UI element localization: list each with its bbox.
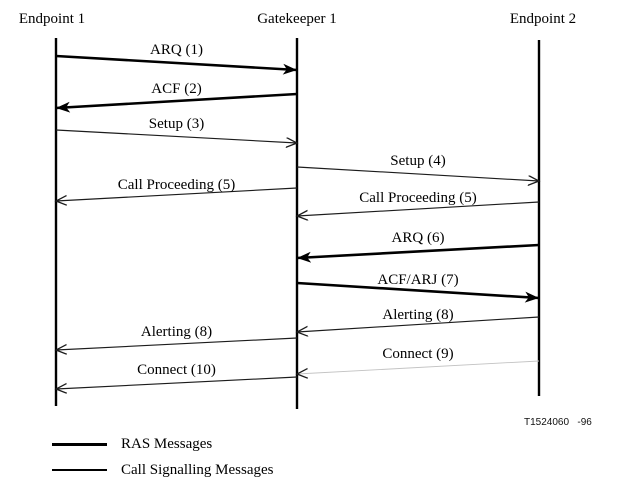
message-arrow-1 xyxy=(55,54,298,75)
legend-label-call-signalling: Call Signalling Messages xyxy=(121,461,274,478)
message-label-11: Connect (9) xyxy=(382,346,453,362)
figure-id: T1524060 -96 xyxy=(524,417,592,428)
message-arrow-8 xyxy=(296,281,540,303)
legend-item-call-signalling: Call Signalling Messages xyxy=(52,457,274,483)
actor-label-endpoint1: Endpoint 1 xyxy=(18,11,86,27)
message-label-4: Setup (4) xyxy=(390,153,445,169)
message-arrow-5 xyxy=(56,187,298,201)
message-arrow-4 xyxy=(296,166,539,181)
message-label-5: Call Proceeding (5) xyxy=(118,177,235,193)
message-arrow-9 xyxy=(297,316,540,332)
message-label-2: ACF (2) xyxy=(151,81,201,97)
actor-label-endpoint2: Endpoint 2 xyxy=(509,11,577,27)
message-label-8: ACF/ARJ (7) xyxy=(377,272,458,288)
message-label-7: ARQ (6) xyxy=(392,230,445,246)
message-label-6: Call Proceeding (5) xyxy=(359,190,476,206)
ras-line-sample xyxy=(52,442,107,446)
message-label-12: Connect (10) xyxy=(137,362,216,378)
actor-label-gatekeeper1: Gatekeeper 1 xyxy=(257,11,337,27)
message-arrow-2 xyxy=(55,92,298,113)
message-arrow-12 xyxy=(56,376,298,389)
call-signalling-line-sample xyxy=(52,469,107,471)
legend-item-ras: RAS Messages xyxy=(52,431,274,457)
legend: RAS Messages Call Signalling Messages xyxy=(52,431,274,483)
message-label-3: Setup (3) xyxy=(149,116,204,132)
message-label-10: Alerting (8) xyxy=(141,324,212,340)
message-arrow-10 xyxy=(56,337,298,350)
message-arrow-7 xyxy=(296,243,540,263)
message-label-9: Alerting (8) xyxy=(382,307,453,323)
message-arrow-3 xyxy=(55,129,297,143)
message-arrow-6 xyxy=(297,201,540,216)
message-label-1: ARQ (1) xyxy=(150,42,203,58)
message-arrow-11 xyxy=(297,360,540,374)
legend-label-ras: RAS Messages xyxy=(121,435,213,452)
